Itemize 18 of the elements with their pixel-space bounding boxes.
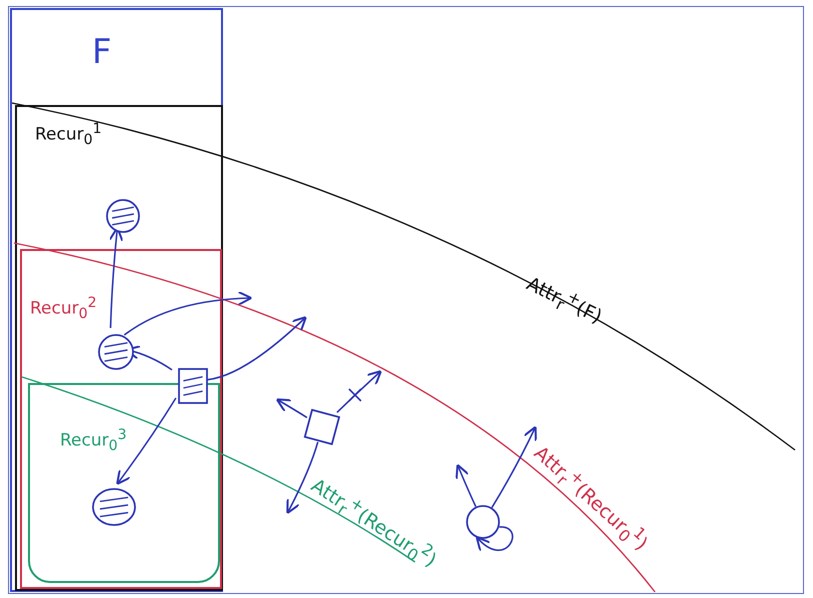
region-box: [15, 105, 223, 591]
arrow: [476, 526, 514, 552]
arrow: [124, 291, 252, 336]
arrow: [491, 426, 537, 508]
vertex-square: [178, 368, 208, 404]
region-box: [20, 249, 222, 589]
vertex-circle: [466, 505, 500, 539]
region-box: [10, 8, 223, 592]
vertex-circle: [98, 334, 134, 370]
arrow: [336, 370, 382, 413]
arrow: [456, 464, 476, 507]
vertex-circle: [92, 488, 136, 526]
region-box: [28, 383, 220, 583]
arrow: [116, 398, 177, 486]
arrow: [286, 442, 319, 514]
vertex-circle: [106, 199, 140, 233]
region-label: F: [92, 32, 112, 72]
arrow: [276, 398, 308, 418]
